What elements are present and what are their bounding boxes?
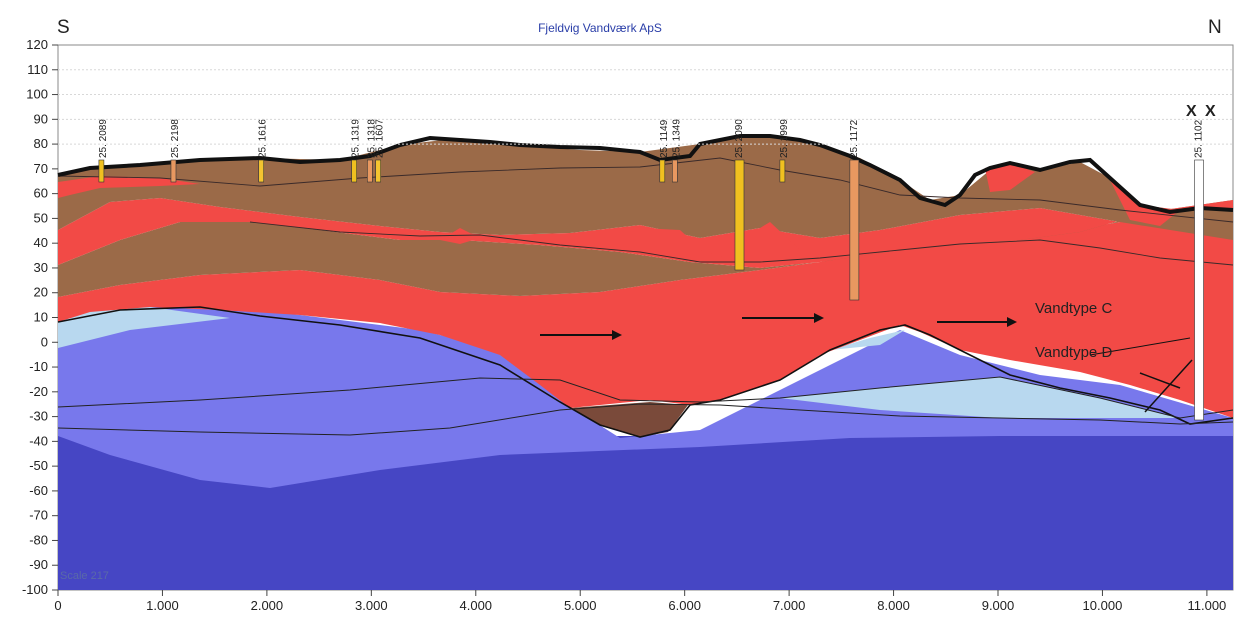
flow-arrow-2-head xyxy=(814,313,824,323)
y-tick-label: -40 xyxy=(29,433,48,448)
y-tick-label: 110 xyxy=(27,62,48,77)
layer-boundary-line-2 xyxy=(249,221,1234,266)
borehole-column xyxy=(779,159,786,183)
red-lens-small xyxy=(440,228,480,244)
x-tick-label: 9.000 xyxy=(982,598,1015,613)
blue-boundary-line-2 xyxy=(57,403,1234,436)
x-tick-label: 8.000 xyxy=(877,598,910,613)
boreholes-group: 25. 2089 25. 2198 25. 1616 25. 1319 25. 1318… xyxy=(98,119,1205,421)
x-tick-label: 7.000 xyxy=(773,598,806,613)
borehole-column xyxy=(170,159,177,183)
y-tick-label: 120 xyxy=(26,37,48,52)
borehole-label: 25. 1999 xyxy=(779,119,790,158)
vandtype-d-pointer-2 xyxy=(1144,359,1193,413)
y-tick-label: -100 xyxy=(22,582,48,597)
dark-brown-pocket xyxy=(570,402,688,437)
borehole-label: 25. 1318 xyxy=(366,119,377,158)
flow-arrows xyxy=(540,313,1193,413)
borehole-label: 25. 1349 xyxy=(671,119,682,158)
pale-blue-lens-right xyxy=(780,377,1180,418)
borehole-column xyxy=(734,159,745,271)
borehole-column xyxy=(98,159,105,183)
x-tick-label: 1.000 xyxy=(146,598,179,613)
red-lens-center-top xyxy=(640,228,700,250)
x-tick-label: 0 xyxy=(54,598,61,613)
mid-blue-layer xyxy=(58,300,1233,488)
borehole-column xyxy=(659,159,666,183)
layer-boundary-line-1 xyxy=(57,157,1234,223)
aquifer-top-line xyxy=(57,306,1234,438)
x-tick-label: 2.000 xyxy=(251,598,284,613)
red-cap-center xyxy=(700,222,800,262)
x-tick-label: 4.000 xyxy=(460,598,493,613)
direction-south: S xyxy=(57,17,70,38)
borehole-column xyxy=(672,159,678,183)
x-tick-label: 3.000 xyxy=(355,598,388,613)
borehole-label: 25. 1172 xyxy=(849,119,860,158)
y-tick-label: -30 xyxy=(29,409,48,424)
direction-north: N xyxy=(1208,17,1222,38)
vandtype-d-label: Vandtype D xyxy=(1035,344,1112,361)
borehole-column xyxy=(367,159,373,183)
y-axis: 1201101009080706050403020100-10-20-30-40… xyxy=(22,37,1233,597)
y-tick-label: -80 xyxy=(29,532,48,547)
chart-title: Fjeldvig Vandværk ApS xyxy=(538,21,662,35)
borehole-column xyxy=(849,159,860,301)
y-tick-label: 60 xyxy=(34,186,48,201)
borehole-label: 25. 1149 xyxy=(659,119,670,158)
red-layer-middle xyxy=(58,198,1233,268)
y-tick-label: 50 xyxy=(34,210,48,225)
borehole-label: 25. 2089 xyxy=(98,119,109,158)
red-aquifer-lower xyxy=(58,205,1233,418)
red-cap-left xyxy=(58,176,200,198)
ground-surface-line xyxy=(57,134,1234,215)
x-tick-label: 10.000 xyxy=(1083,598,1123,613)
x-tick-label: 11.000 xyxy=(1187,598,1226,613)
y-tick-label: 80 xyxy=(34,136,48,151)
y-tick-label: -90 xyxy=(29,557,48,572)
y-tick-label: -60 xyxy=(29,483,48,498)
brown-layer-middle xyxy=(58,200,1233,297)
borehole-label: 25. 2198 xyxy=(170,119,181,158)
pale-blue-lens-center xyxy=(830,330,905,350)
pale-blue-lens-left xyxy=(58,307,230,348)
vandtype-d-pointer-1 xyxy=(1139,372,1181,389)
well-mark-1: X xyxy=(1186,103,1197,120)
red-cap-right-1 xyxy=(985,163,1035,192)
scale-label: Scale 217 xyxy=(60,570,109,582)
y-tick-label: 10 xyxy=(34,310,48,325)
borehole-label: 25. 1319 xyxy=(351,119,362,158)
vandtype-c-pointer xyxy=(1089,337,1191,356)
y-tick-label: -50 xyxy=(29,458,48,473)
y-tick-label: 70 xyxy=(34,161,48,176)
borehole-column xyxy=(258,159,265,183)
y-tick-label: -70 xyxy=(29,508,48,523)
y-tick-label: 30 xyxy=(34,260,48,275)
borehole-label: 25. 1616 xyxy=(258,119,269,158)
vandtype-c-label: Vandtype C xyxy=(1035,300,1112,317)
borehole-column xyxy=(1194,159,1204,421)
borehole-label: 25. 1607 xyxy=(375,119,386,158)
flow-arrow-3-head xyxy=(1007,317,1017,327)
y-tick-label: 20 xyxy=(34,285,48,300)
blue-boundary-line-1 xyxy=(57,376,1234,419)
x-tick-label: 5.000 xyxy=(564,598,597,613)
y-tick-label: 0 xyxy=(41,334,48,349)
borehole-column xyxy=(351,159,357,183)
y-tick-label: 40 xyxy=(34,235,48,250)
x-axis: 0 1.000 2.000 3.000 4.000 5.000 6.000 7.000 8.00… xyxy=(54,590,1226,613)
y-tick-label: 100 xyxy=(26,87,48,102)
borehole-label: 25. 1102 xyxy=(1194,119,1205,158)
y-tick-label: -20 xyxy=(29,384,48,399)
flow-arrow-1-head xyxy=(612,330,622,340)
borehole-label: 25. 2090 xyxy=(734,119,745,158)
x-tick-label: 6.000 xyxy=(668,598,701,613)
y-tick-label: 90 xyxy=(34,111,48,126)
borehole-column xyxy=(375,159,381,183)
y-tick-label: -10 xyxy=(29,359,48,374)
well-mark-2: X xyxy=(1205,103,1216,120)
